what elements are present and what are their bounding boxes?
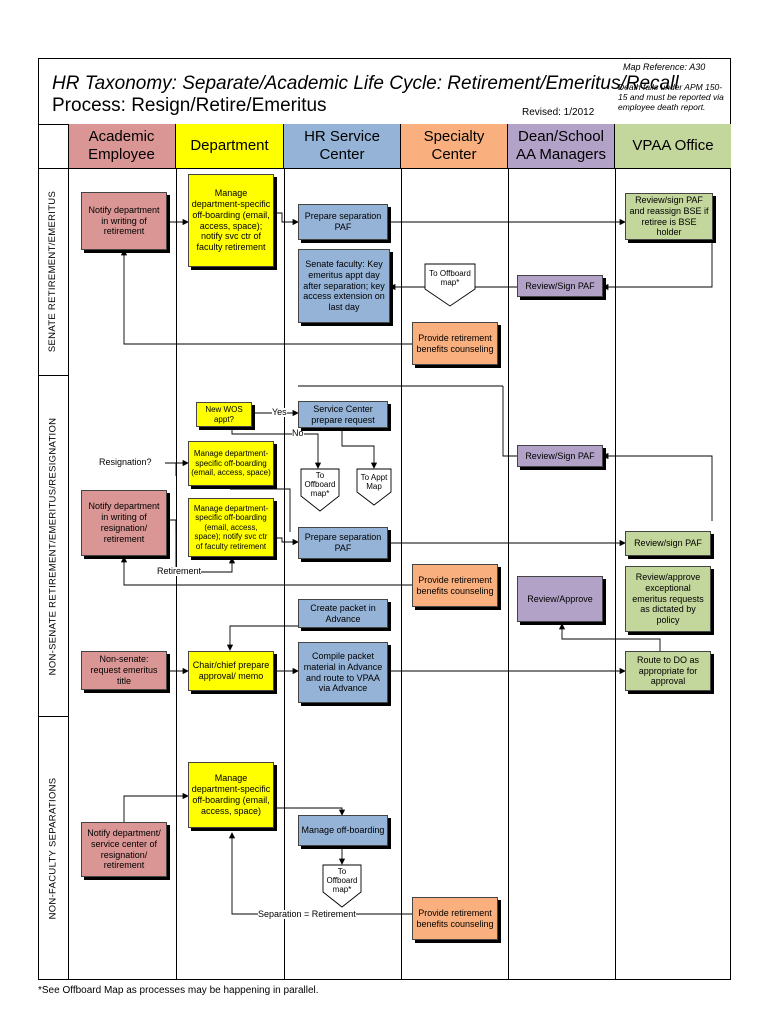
process-box-service-center-prepare-request: Service Center prepare request xyxy=(298,401,388,428)
process-box-dean-review-sign-paf: Review/Sign PAF xyxy=(517,275,603,297)
process-box-vpaa-review-sign-paf-2: Review/sign PAF xyxy=(625,531,711,556)
process-box-benefits-counseling: Provide retirement benefits counseling xyxy=(412,322,498,365)
lane-divider xyxy=(615,168,616,980)
lane-divider xyxy=(508,168,509,980)
process-box-senate-faculty-key: Senate faculty: Key emeritus appt day af… xyxy=(298,249,390,323)
offpage-connector-appt-map: To Appt Map xyxy=(356,468,392,506)
process-box-vpaa-review-approve-emeritus: Review/approve exceptional emeritus requ… xyxy=(625,566,711,632)
process-box-benefits-counseling-3: Provide retirement benefits counseling xyxy=(412,897,498,940)
lane-divider xyxy=(401,168,402,980)
decision-box-new-wos-appt: New WOS appt? xyxy=(196,402,252,427)
process-box-manage-offboarding-nonfaculty: Manage department-specific off-boarding … xyxy=(188,762,274,828)
process-box-chair-prepare-memo: Chair/chief prepare approval/ memo xyxy=(188,651,274,691)
process-box-notify-department-resignation: Notify department in writing of resignat… xyxy=(81,490,167,556)
process-box-dean-review-approve: Review/Approve xyxy=(517,576,603,622)
process-box-manage-offboarding-retirement: Manage department-specific off-boarding … xyxy=(188,498,274,557)
diagram-frame xyxy=(38,58,731,980)
lane-divider xyxy=(284,168,285,980)
offpage-connector-offboard-map-3: To Offboard map* xyxy=(322,864,362,908)
flow-label-resignation: Resignation? xyxy=(99,457,152,467)
flow-label-no: No xyxy=(292,428,304,438)
offpage-connector-offboard-map-2: To Offboard map* xyxy=(300,468,340,512)
process-box-compile-packet: Compile packet material in Advance and r… xyxy=(298,642,388,703)
process-box-manage-offboarding: Manage department-specific off-boarding … xyxy=(188,174,274,267)
flow-label-yes: Yes xyxy=(272,407,287,417)
process-box-dean-review-sign-paf-2: Review/Sign PAF xyxy=(517,445,603,467)
process-box-vpaa-review-sign-paf: Review/sign PAF and reassign BSE if reti… xyxy=(625,193,713,240)
process-box-benefits-counseling-2: Provide retirement benefits counseling xyxy=(412,564,498,607)
lane-header-department: Department xyxy=(176,124,284,168)
process-box-route-to-do: Route to DO as appropriate for approval xyxy=(625,651,711,691)
row-label-non-senate: NON-SENATE RETIREMENT/EMERITUS/RESIGNATI… xyxy=(38,376,68,717)
process-box-request-emeritus-title: Non-senate: request emeritus title xyxy=(81,651,167,690)
death-note: Death falls under APM 150-15 and must be… xyxy=(618,82,724,113)
process-box-manage-offboarding-resignation: Manage department-specific off-boarding … xyxy=(188,441,274,486)
map-reference: Map Reference: A30 xyxy=(623,62,706,72)
revised-date: Revised: 1/2012 xyxy=(522,107,595,118)
flow-label-separation: Separation = Retirement xyxy=(258,909,356,919)
row-label-senate: SENATE RETIREMENT/EMERITUS xyxy=(38,168,68,376)
process-box-create-packet: Create packet in Advance xyxy=(298,599,388,628)
offpage-connector-offboard-map: To Offboard map* xyxy=(424,263,476,307)
process-box-notify-department: Notify department in writing of retireme… xyxy=(81,192,167,250)
lane-header-divider xyxy=(38,168,731,169)
process-box-notify-department-nonfaculty: Notify department/ service center of res… xyxy=(81,822,167,877)
lane-header-vpaa-office: VPAA Office xyxy=(615,124,731,168)
process-title: Process: Resign/Retire/Emeritus xyxy=(52,95,327,116)
process-box-prepare-separation-paf: Prepare separation PAF xyxy=(298,204,388,240)
flow-label-retirement: Retirement xyxy=(157,566,202,576)
process-box-prepare-separation-paf-2: Prepare separation PAF xyxy=(298,527,388,559)
page-title: HR Taxonomy: Separate/Academic Life Cycl… xyxy=(52,73,679,94)
footnote: *See Offboard Map as processes may be ha… xyxy=(38,985,319,996)
lane-divider xyxy=(68,124,69,980)
process-box-manage-off-boarding: Manage off-boarding xyxy=(298,815,388,846)
